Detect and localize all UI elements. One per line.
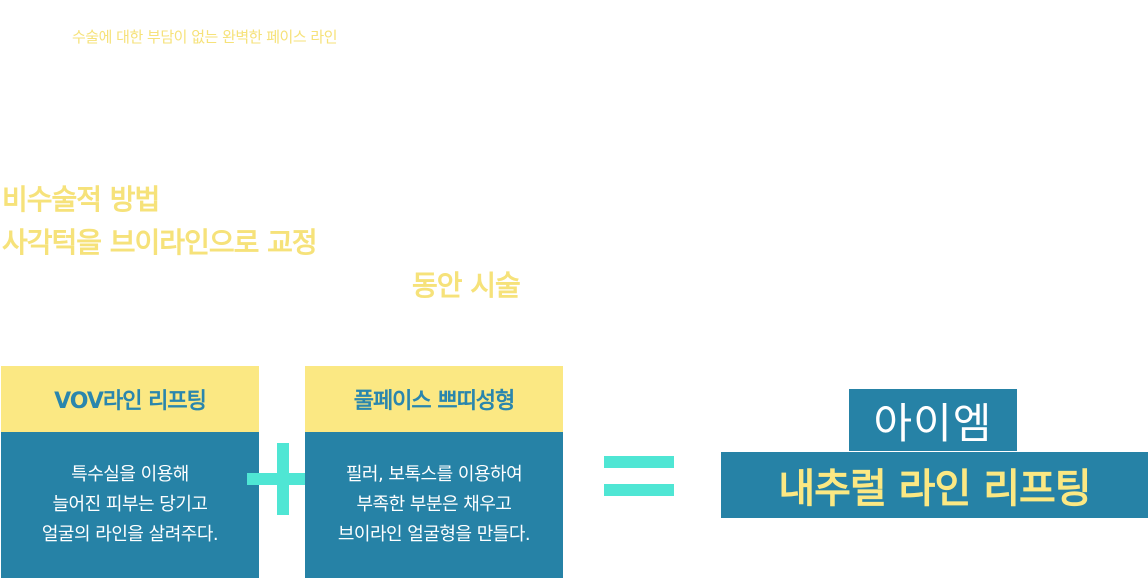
vov-lifting-card: VOV라인 리프팅 특수실을 이용해 늘어진 피부는 당기고 얼굴의 라인을 살… xyxy=(1,366,259,578)
card-line: 얼굴의 라인을 살려주다. xyxy=(41,524,219,545)
fullface-petit-card: 풀페이스 쁘띠성형 필러, 보톡스를 이용하여 부족한 부분은 채우고 브이라인… xyxy=(305,366,563,578)
equals-top-bar xyxy=(604,456,674,468)
result-name: 내추럴 라인 리프팅 xyxy=(721,452,1148,518)
headline-line-2: 사각턱을 브이라인으로 교정 xyxy=(2,226,318,259)
card-title: VOV라인 리프팅 xyxy=(1,366,259,432)
card-description: 필러, 보톡스를 이용하여 부족한 부분은 채우고 브이라인 얼굴형을 만들다. xyxy=(305,432,563,578)
card-line: 늘어진 피부는 당기고 xyxy=(52,494,208,515)
result-brand: 아이엠 xyxy=(849,389,1017,451)
card-line: 필러, 보톡스를 이용하여 xyxy=(345,464,523,485)
card-title: 풀페이스 쁘띠성형 xyxy=(305,366,563,432)
card-line: 특수실을 이용해 xyxy=(71,464,189,485)
card-description: 특수실을 이용해 늘어진 피부는 당기고 얼굴의 라인을 살려주다. xyxy=(1,432,259,578)
equals-icon xyxy=(604,456,674,496)
plus-icon xyxy=(247,443,319,515)
equals-bottom-bar xyxy=(604,484,674,496)
intro-subtitle: 수술에 대한 부담이 없는 완벽한 페이스 라인 xyxy=(72,28,338,46)
card-line: 부족한 부분은 채우고 xyxy=(356,494,512,515)
plus-vertical-bar xyxy=(277,443,289,515)
headline-line-3: 동안 시술 xyxy=(412,269,521,302)
headline-line-1: 비수술적 방법 xyxy=(2,183,160,216)
card-line: 브이라인 얼굴형을 만들다. xyxy=(337,524,531,545)
